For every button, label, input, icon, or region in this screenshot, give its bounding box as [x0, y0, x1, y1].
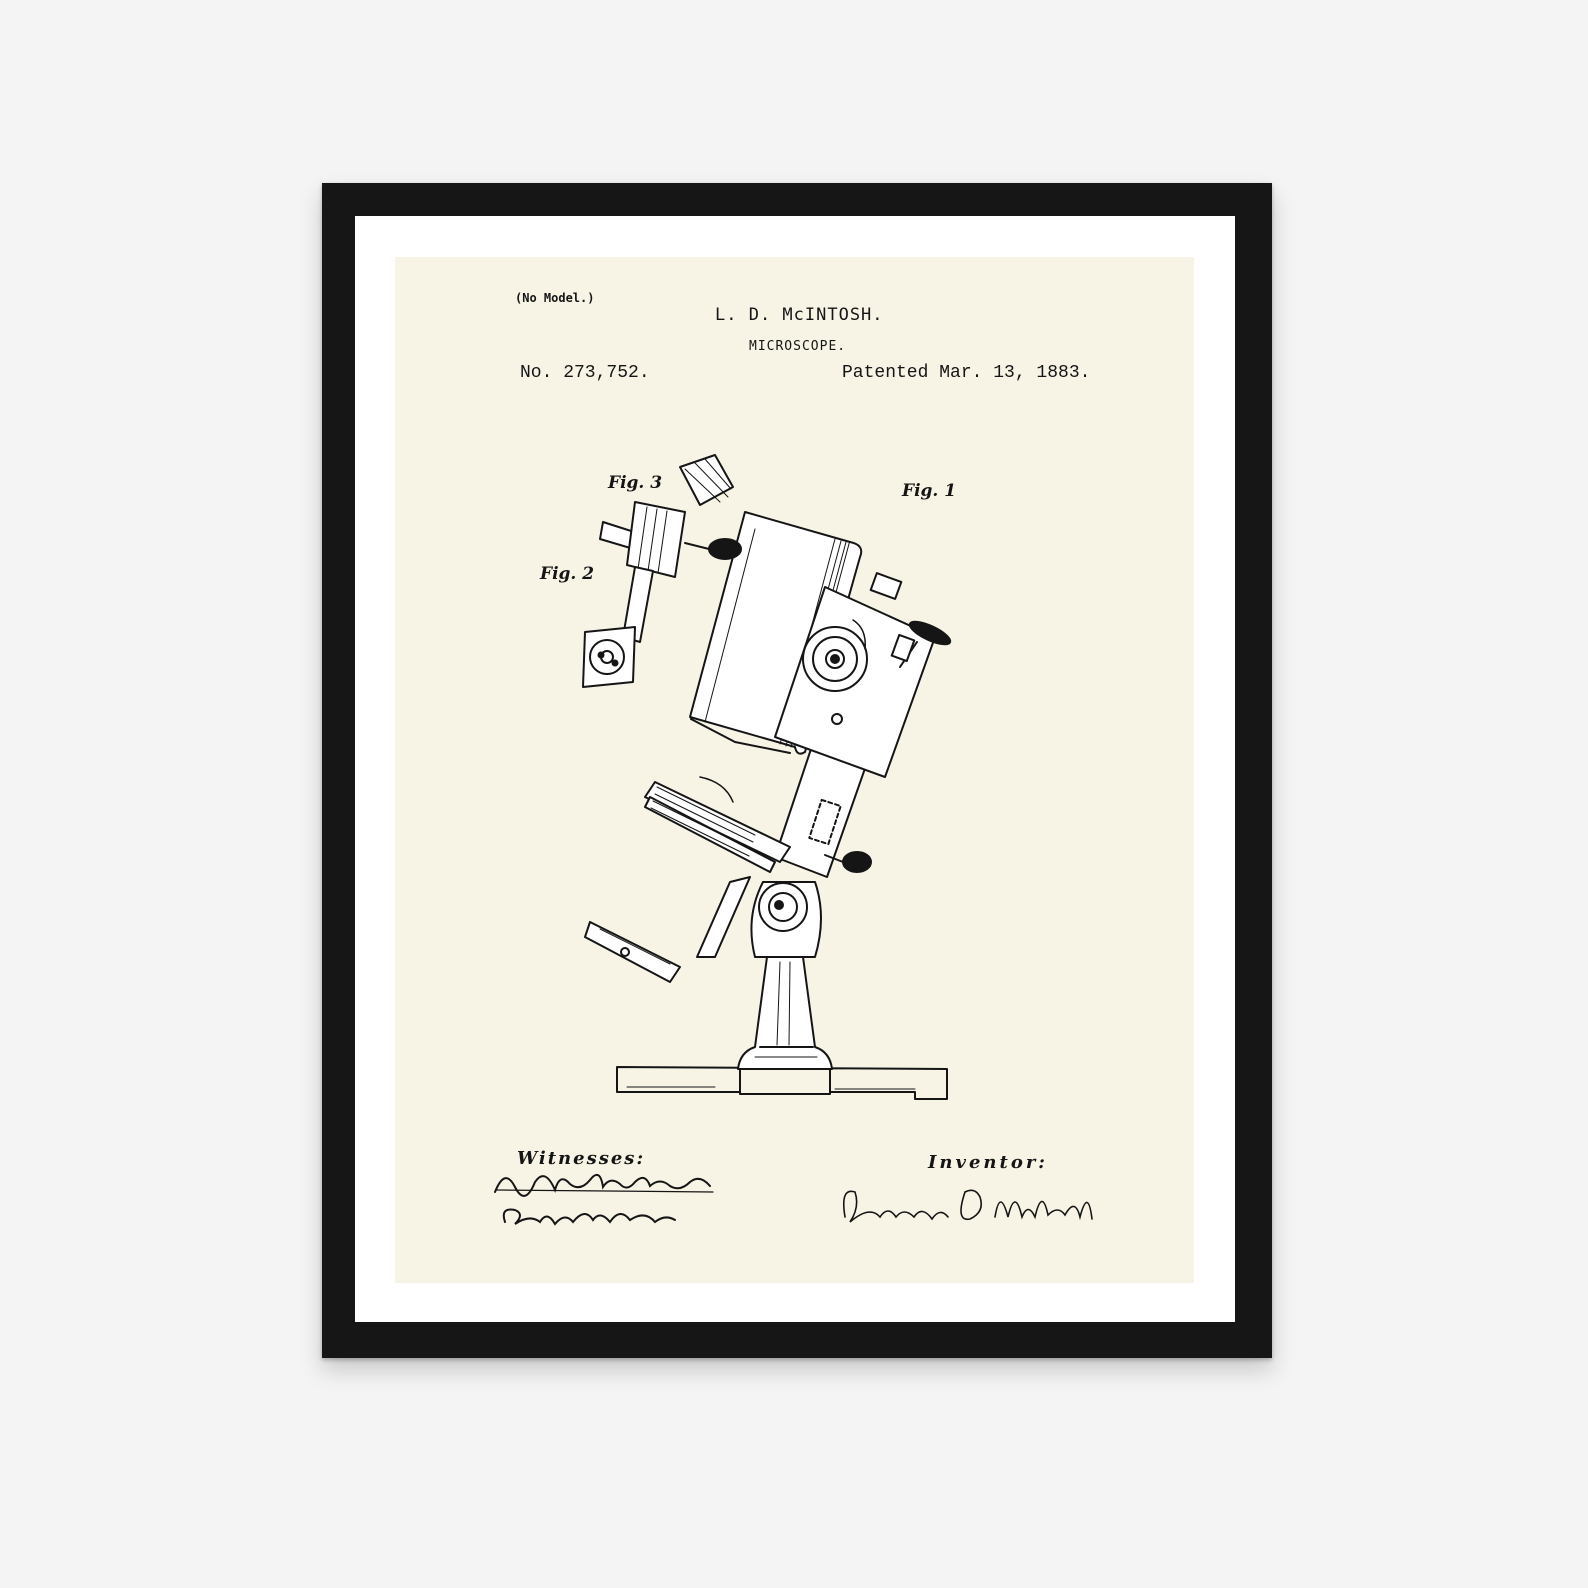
patent-date: Patented Mar. 13, 1883. [842, 363, 1091, 383]
microscope-drawing [582, 454, 952, 1100]
inventor-label: Inventor: [928, 1152, 1048, 1173]
inventor-signature [842, 1189, 1093, 1223]
patent-print: (No Model.) L. D. McINTOSH. MICROSCOPE. … [395, 257, 1194, 1283]
fig-3-label: Fig. 3 [608, 473, 663, 493]
witnesses-label: Witnesses: [517, 1148, 646, 1169]
witness-signatures [494, 1173, 714, 1226]
no-model-label: (No Model.) [515, 291, 595, 305]
patent-title: MICROSCOPE. [749, 339, 847, 354]
inventor-name-heading: L. D. McINTOSH. [715, 305, 884, 325]
fig-2-label: Fig. 2 [540, 564, 595, 584]
patent-number: No. 273,752. [520, 363, 650, 383]
fig-1-label: Fig. 1 [902, 481, 957, 501]
